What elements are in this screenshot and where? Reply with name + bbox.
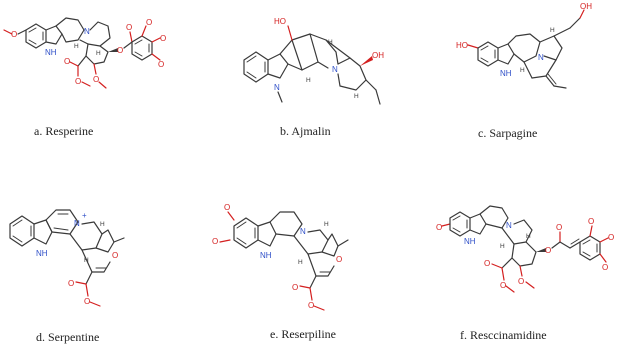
caption-resccinamidine: f. Resccinamidine xyxy=(460,328,547,342)
atom-nh: NH xyxy=(464,237,476,246)
structure-resperine: O NH N H H O O O O O xyxy=(3,17,166,89)
atom-o: O xyxy=(212,237,218,246)
atom-n: N xyxy=(274,83,280,92)
atom-h: H xyxy=(306,77,311,84)
atom-ho: HO xyxy=(456,41,468,50)
atom-nh: NH xyxy=(36,249,48,258)
atom-h: H xyxy=(500,243,505,250)
atom-o: O xyxy=(224,203,230,212)
compound-b: N N HO OH H H H b. Ajmalin xyxy=(210,0,420,150)
atom-oh: OH xyxy=(580,2,592,11)
atom-o: O xyxy=(602,263,608,272)
atom-h: H xyxy=(324,221,329,228)
caption-serpentine: d. Serpentine xyxy=(36,330,100,344)
atom-o: O xyxy=(93,75,99,84)
atom-o: O xyxy=(68,279,74,288)
atom-h: H xyxy=(74,43,79,50)
atom-h: H xyxy=(520,67,525,74)
atom-ho: HO xyxy=(274,17,286,26)
compound-a: O NH N H H O O O O O xyxy=(0,0,210,150)
atom-o: O xyxy=(518,277,524,286)
atom-o: O xyxy=(336,255,342,264)
atom-o: O xyxy=(588,217,594,226)
atom-o: O xyxy=(117,46,123,55)
atom-o: O xyxy=(308,301,314,310)
atom-n: N xyxy=(74,219,80,228)
atom-o: O xyxy=(500,281,506,290)
atom-o: O xyxy=(158,60,164,69)
structure-serpentine: NH N + O H H O O xyxy=(9,209,125,307)
atom-o: O xyxy=(436,223,442,232)
caption-reserpiline: e. Reserpiline xyxy=(270,327,336,341)
compound-e: O O NH N O H H O O e. Reserpiline xyxy=(210,178,420,346)
caption-resperine: a. Resperine xyxy=(34,124,94,138)
structure-resccinamidine: O NH N H H O O O O O xyxy=(436,205,614,293)
atom-n-plus: + xyxy=(82,211,87,220)
caption-sarpagine: c. Sarpagine xyxy=(478,126,538,140)
atom-o: O xyxy=(75,77,81,86)
atom-n: N xyxy=(332,65,338,74)
atom-n: N xyxy=(538,53,544,62)
atom-o: O xyxy=(112,251,118,260)
compound-d: NH N + O H H O O d. Serpentine xyxy=(0,178,210,346)
atom-o: O xyxy=(292,283,298,292)
atom-h: H xyxy=(298,259,303,266)
atom-nh: NH xyxy=(500,69,512,78)
atom-o: O xyxy=(84,297,90,306)
atom-o: O xyxy=(556,223,562,232)
atom-o: O xyxy=(11,30,17,39)
atom-h: H xyxy=(96,50,101,57)
structure-sarpagine: HO NH N OH H H xyxy=(456,2,592,89)
atom-n: N xyxy=(84,27,90,36)
atom-n: N xyxy=(506,221,512,230)
atom-o: O xyxy=(160,34,166,43)
atom-o: O xyxy=(484,259,490,268)
atom-h: H xyxy=(100,221,105,228)
atom-o: O xyxy=(608,233,614,242)
atom-o: O xyxy=(64,57,70,66)
atom-o: O xyxy=(126,23,132,32)
atom-o: O xyxy=(146,18,152,27)
caption-ajmalin: b. Ajmalin xyxy=(280,124,331,138)
atom-h: H xyxy=(354,93,359,100)
atom-n: N xyxy=(300,227,306,236)
atom-h: H xyxy=(550,27,555,34)
atom-o: O xyxy=(545,246,551,255)
atom-nh: NH xyxy=(260,251,272,260)
atom-h: H xyxy=(328,39,333,46)
compound-f: O NH N H H O O O O O xyxy=(420,178,621,346)
structure-ajmalin: N N HO OH H H H xyxy=(243,17,384,105)
atom-h: H xyxy=(526,233,531,240)
atom-nh: NH xyxy=(45,48,57,57)
compound-c: HO NH N OH H H c. Sarpagine xyxy=(420,0,621,150)
atom-h: H xyxy=(84,257,89,264)
atom-oh: OH xyxy=(372,51,384,60)
structure-reserpiline: O O NH N O H H O O xyxy=(212,203,349,311)
